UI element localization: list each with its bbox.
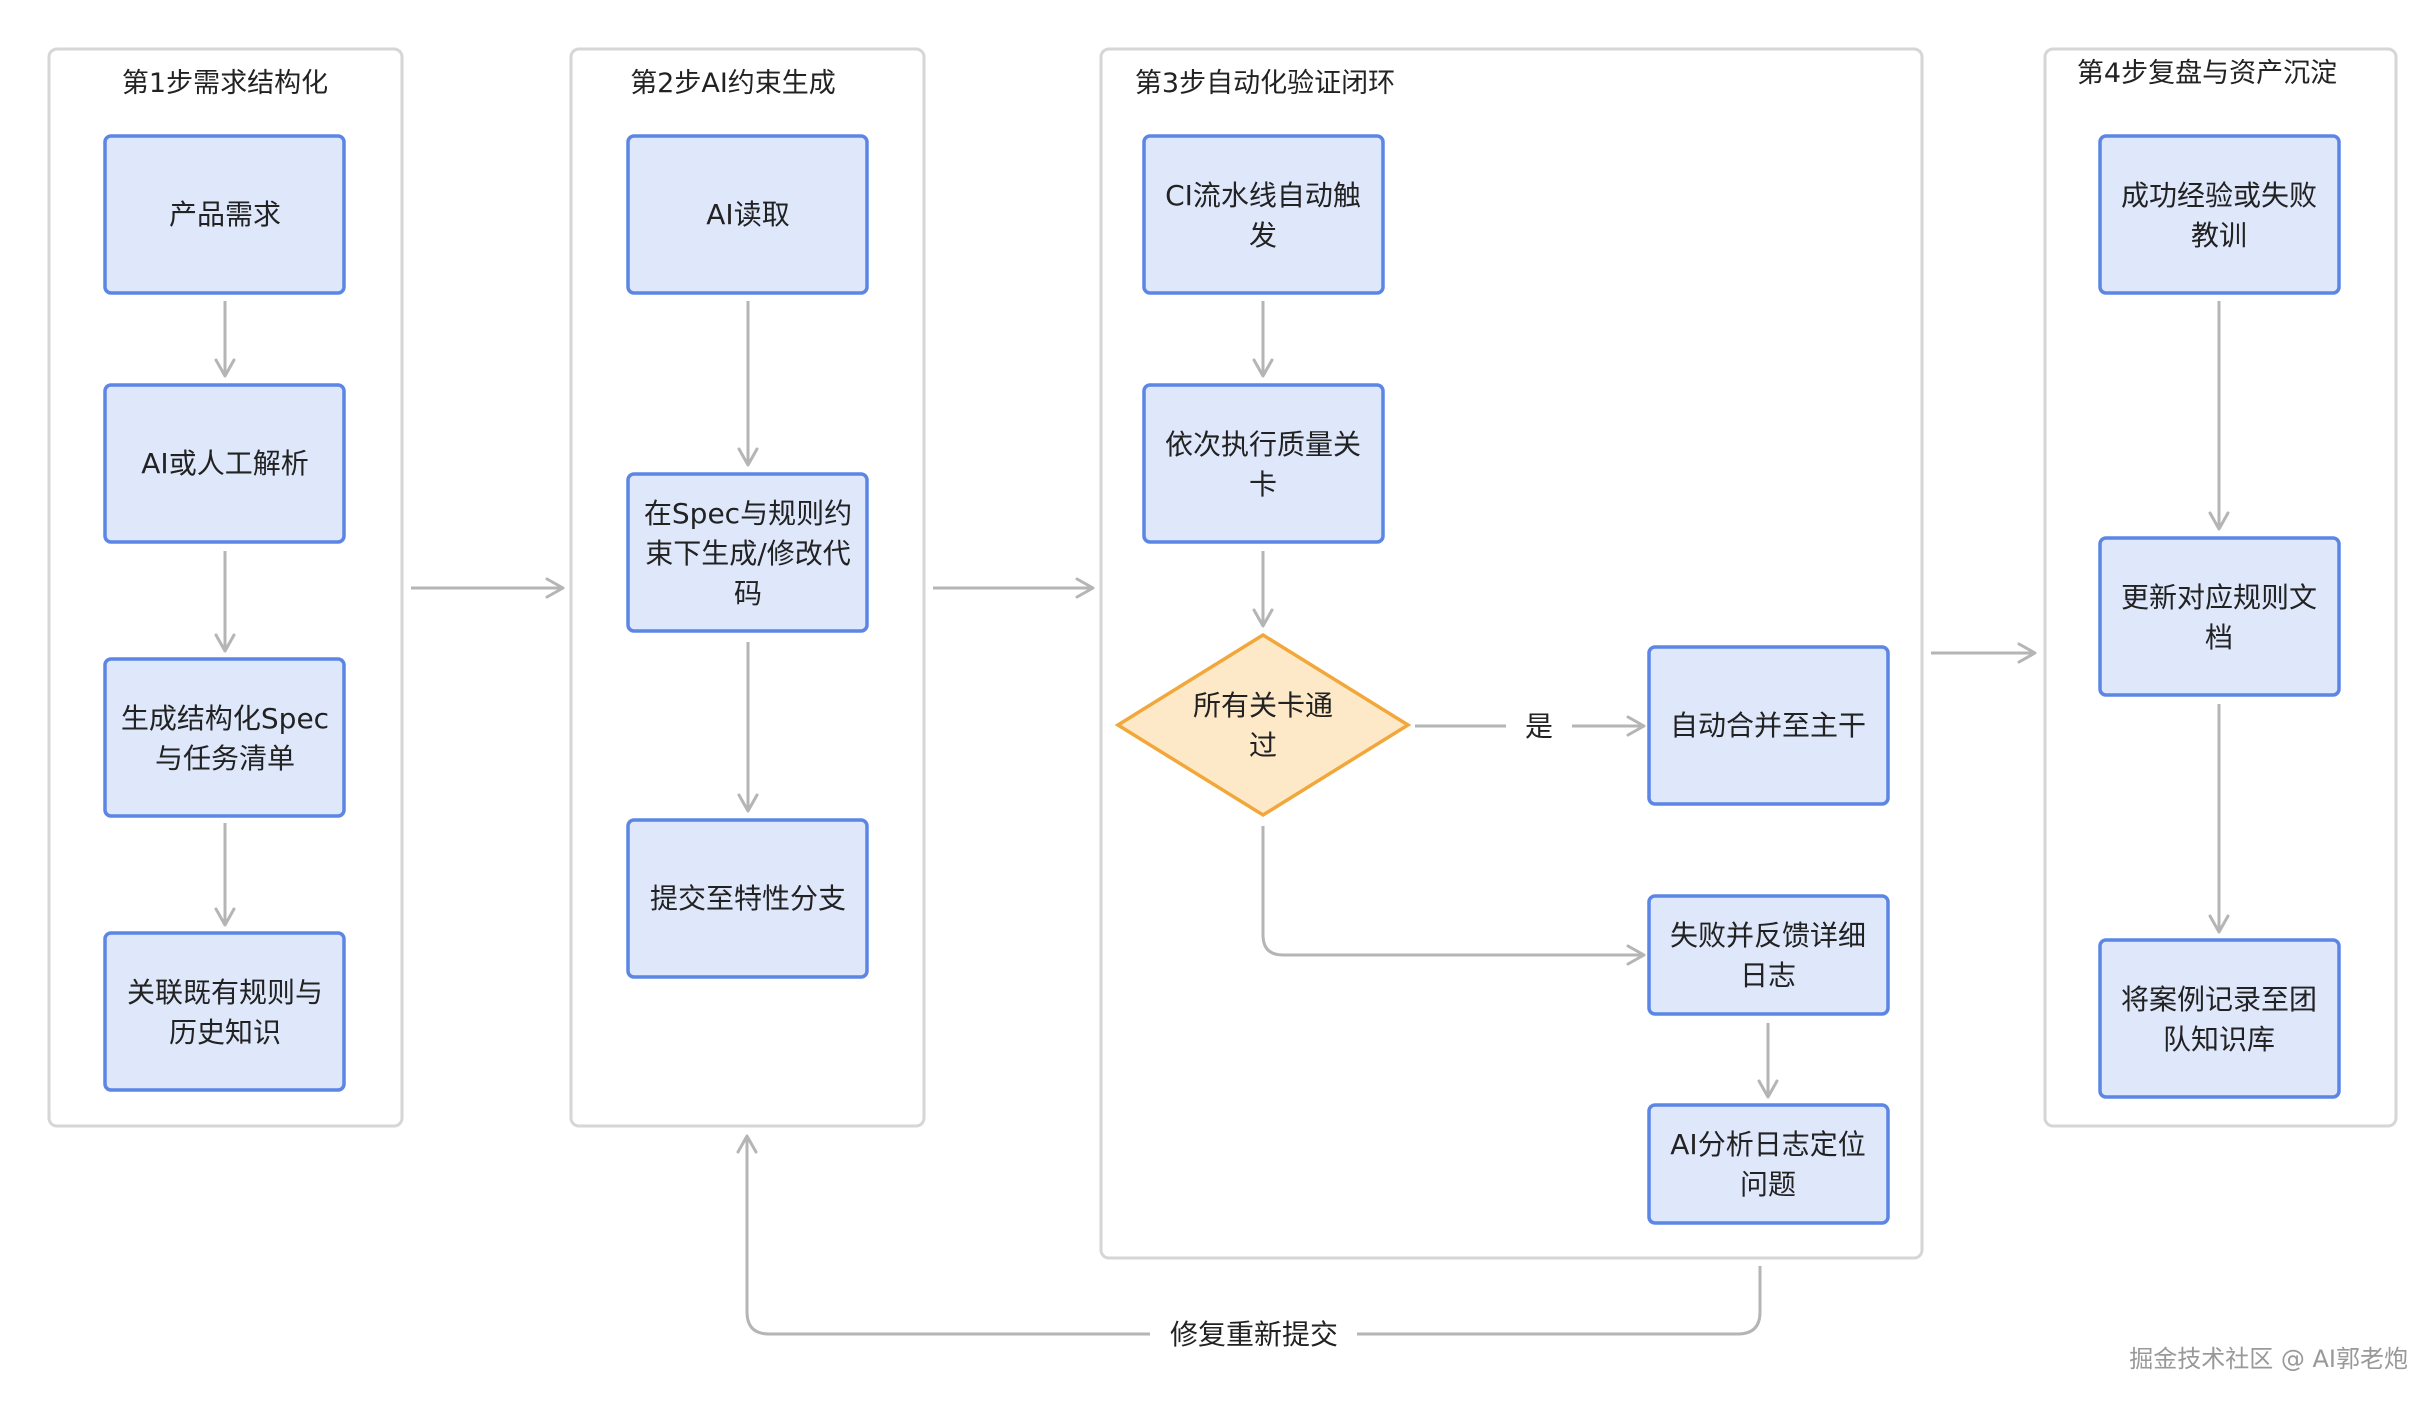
node-run-quality-gates: 依次执行质量关卡	[1142, 383, 1385, 544]
node-auto-merge-main: 自动合并至主干	[1647, 645, 1890, 806]
node-commit-feature-branch: 提交至特性分支	[626, 818, 869, 979]
edge-d1-n11	[1261, 826, 1646, 966]
node-label: 将案例记录至团队知识库	[2121, 983, 2317, 1056]
node-label: 成功经验或失败教训	[2121, 179, 2317, 252]
node-label: 依次执行质量关卡	[1165, 428, 1361, 501]
edge-label-yes: 是	[1525, 710, 1553, 743]
lane-1-title: 第1步需求结构化	[122, 68, 328, 99]
edge-feedback-right	[1357, 1266, 1762, 1336]
node-label: 在Spec与规则约束下生成/修改代码	[644, 497, 852, 610]
node-label: AI或人工解析	[141, 447, 308, 480]
node-label: 产品需求	[169, 198, 281, 231]
node-ai-read: AI读取	[626, 134, 869, 295]
node-label: AI分析日志定位问题	[1670, 1128, 1865, 1201]
node-product-requirement: 产品需求	[103, 134, 346, 295]
node-fail-feedback-logs: 失败并反馈详细日志	[1647, 894, 1890, 1016]
node-record-to-knowledge-base: 将案例记录至团队知识库	[2098, 938, 2341, 1099]
node-label: 关联既有规则与历史知识	[127, 976, 323, 1049]
watermark: 掘金技术社区 @ AI郭老炮	[2129, 1345, 2408, 1373]
lane-2-title: 第2步AI约束生成	[630, 68, 836, 99]
decision-all-gates-passed: 所有关卡通过	[1114, 632, 1412, 818]
node-success-or-failure-lessons: 成功经验或失败教训	[2098, 134, 2341, 295]
node-ai-or-manual-parse: AI或人工解析	[103, 383, 346, 544]
node-link-existing-rules: 关联既有规则与历史知识	[103, 931, 346, 1092]
node-generate-modify-code: 在Spec与规则约束下生成/修改代码	[626, 472, 869, 633]
node-label: 自动合并至主干	[1670, 709, 1866, 742]
node-label: CI流水线自动触发	[1165, 179, 1361, 252]
lane-3-title: 第3步自动化验证闭环	[1135, 68, 1395, 99]
edges	[214, 301, 2230, 1336]
lane-4-title: 第4步复盘与资产沉淀	[2077, 58, 2337, 89]
decision-label: 所有关卡通过	[1193, 689, 1333, 762]
edge-feedback-left	[736, 1134, 1150, 1336]
node-label: AI读取	[706, 198, 789, 231]
node-label: 失败并反馈详细日志	[1670, 919, 1866, 992]
node-label: 提交至特性分支	[650, 882, 846, 915]
node-update-rule-docs: 更新对应规则文档	[2098, 536, 2341, 697]
node-ai-analyze-logs: AI分析日志定位问题	[1647, 1103, 1890, 1225]
edge-label-feedback: 修复重新提交	[1170, 1318, 1338, 1351]
node-ci-pipeline-trigger: CI流水线自动触发	[1142, 134, 1385, 295]
node-label: 更新对应规则文档	[2121, 581, 2317, 654]
